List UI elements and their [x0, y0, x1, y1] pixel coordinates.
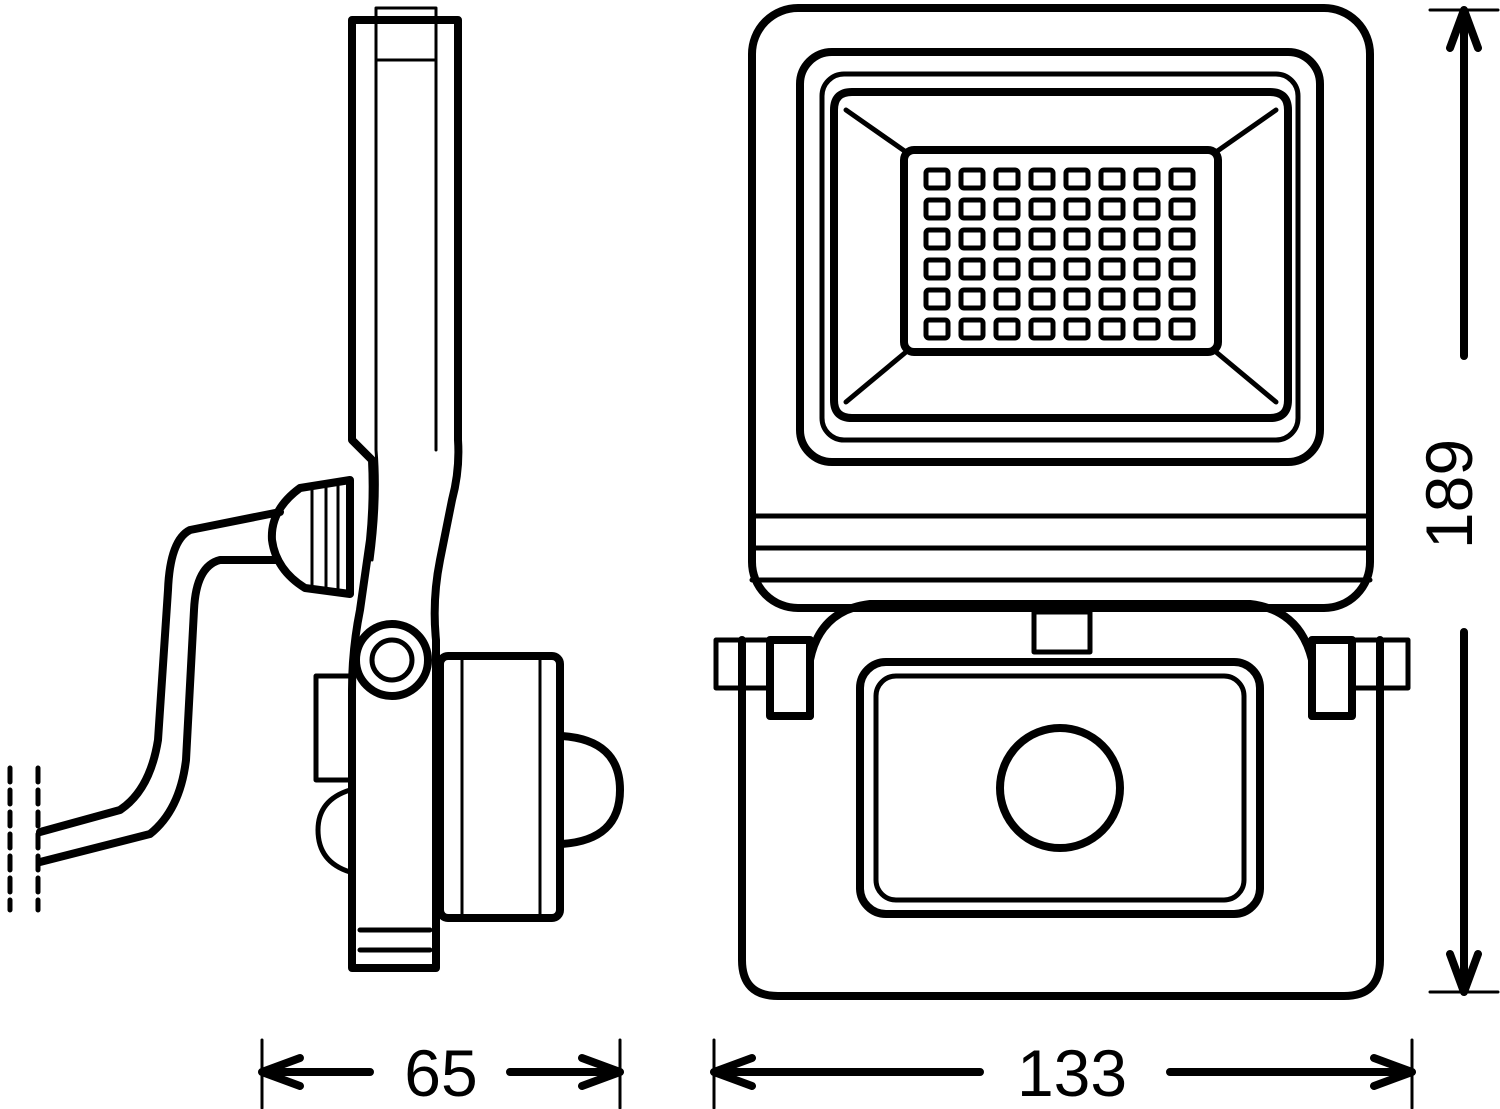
led-chip — [958, 317, 986, 341]
led-chip — [993, 167, 1021, 191]
side-body-inner — [374, 6, 438, 62]
led-chip — [1063, 257, 1091, 281]
bracket-tabs — [713, 637, 1411, 691]
led-chip — [1133, 197, 1161, 221]
dimension-width: 133 — [710, 1036, 1416, 1109]
led-chip — [1028, 197, 1056, 221]
led-chip — [923, 317, 951, 341]
cable-gland-ridges — [310, 484, 340, 596]
glass-frame — [796, 48, 1324, 466]
led-chip — [1133, 317, 1161, 341]
side-bracket — [313, 673, 353, 783]
side-view — [7, 6, 624, 972]
width-arrow-right — [1166, 1054, 1416, 1090]
depth-label: 65 — [404, 1036, 477, 1109]
led-chip — [1168, 317, 1196, 341]
side-body-outline — [348, 16, 463, 972]
sensor-panel — [856, 658, 1264, 918]
led-chip — [993, 257, 1021, 281]
led-chip — [993, 287, 1021, 311]
led-chip — [1133, 227, 1161, 251]
led-chip — [1063, 167, 1091, 191]
led-chip — [1063, 317, 1091, 341]
housing-bands — [749, 513, 1373, 583]
front-view — [713, 4, 1411, 1000]
led-chip — [923, 287, 951, 311]
sensor-panel-inner — [873, 673, 1247, 903]
led-chip — [958, 197, 986, 221]
reflector — [830, 88, 1292, 422]
sensor-body-top — [806, 600, 1316, 720]
led-chip — [1168, 197, 1196, 221]
led-chip — [1098, 197, 1126, 221]
led-grid — [923, 167, 1196, 341]
led-chip — [1063, 227, 1091, 251]
led-chip — [1133, 257, 1161, 281]
led-chip — [1098, 227, 1126, 251]
led-chip — [958, 257, 986, 281]
led-chip — [923, 197, 951, 221]
led-chip — [958, 227, 986, 251]
led-chip — [1168, 287, 1196, 311]
sensor-neck — [1031, 609, 1093, 655]
led-chip — [1028, 287, 1056, 311]
cable — [36, 508, 284, 836]
led-chip — [1063, 287, 1091, 311]
led-chip — [923, 257, 951, 281]
pivot-bolt-inner — [369, 637, 415, 683]
led-chip — [993, 227, 1021, 251]
led-chip — [958, 167, 986, 191]
led-chip — [1028, 257, 1056, 281]
led-chip — [923, 227, 951, 251]
led-chip — [1133, 287, 1161, 311]
led-chip — [993, 197, 1021, 221]
side-back-sensor — [315, 787, 353, 875]
led-chip — [1028, 317, 1056, 341]
led-chip — [1098, 287, 1126, 311]
height-arrow-bottom — [1446, 628, 1482, 996]
width-label: 133 — [1017, 1036, 1127, 1109]
led-chip — [1028, 227, 1056, 251]
led-chip — [958, 287, 986, 311]
sensor-housing — [436, 652, 564, 922]
led-chip — [1168, 167, 1196, 191]
dimension-height: 189 — [1412, 6, 1500, 996]
height-label: 189 — [1412, 439, 1486, 549]
sensor-dome — [558, 732, 624, 848]
dimension-depth: 65 — [258, 1036, 624, 1109]
led-chip — [1168, 257, 1196, 281]
height-arrow-top — [1446, 6, 1482, 360]
cable-cut-lines — [7, 765, 41, 913]
led-chip — [993, 317, 1021, 341]
cable-inner — [36, 556, 282, 866]
pivot-bolt-outer — [352, 620, 432, 700]
led-chip — [1098, 257, 1126, 281]
sensor-body — [738, 636, 1384, 1000]
led-chip — [1133, 167, 1161, 191]
glass-frame-inner — [819, 71, 1301, 443]
depth-arrow-right — [506, 1054, 624, 1090]
pir-sensor-lens — [996, 724, 1124, 852]
led-chip — [1063, 197, 1091, 221]
side-bottom-cap — [357, 927, 433, 953]
led-panel — [900, 146, 1222, 356]
depth-arrow-left — [258, 1054, 374, 1090]
led-chip — [1098, 167, 1126, 191]
side-body-inner-edge — [370, 58, 438, 562]
reflector-corners — [843, 107, 1279, 405]
led-chip — [1098, 317, 1126, 341]
led-chip — [1168, 227, 1196, 251]
led-chip — [1028, 167, 1056, 191]
sensor-housing-ridges — [460, 658, 542, 916]
led-chip — [923, 167, 951, 191]
width-arrow-left — [710, 1054, 984, 1090]
cable-gland — [267, 476, 354, 598]
